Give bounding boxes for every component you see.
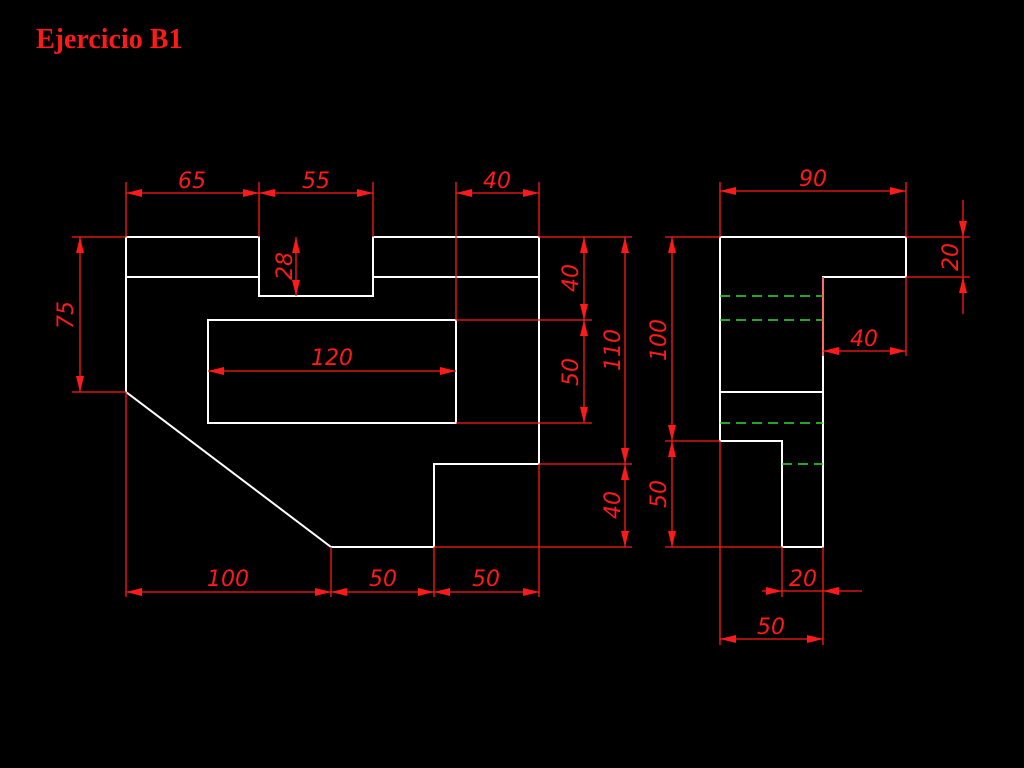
dim-side-bottom-width: 50	[719, 441, 823, 645]
dim-label: 100	[207, 567, 249, 592]
dim-label: 90	[799, 167, 827, 192]
dim-label: 50	[559, 358, 584, 386]
dim-front-right-lower: 40	[601, 464, 629, 547]
dim-label: 40	[483, 169, 511, 194]
dim-front-bottom-right: 50	[434, 464, 540, 597]
dim-label: 28	[273, 252, 298, 280]
dim-front-window-width: 120	[208, 346, 456, 375]
dim-front-overall-height: 110	[434, 237, 632, 548]
dim-front-right-middle: 50	[559, 320, 588, 423]
dim-label: 50	[369, 567, 397, 592]
side-view: 90 20 40 100	[647, 167, 970, 645]
dim-label: 20	[939, 243, 964, 271]
side-view-outline	[719, 236, 907, 548]
front-view-outline	[125, 236, 540, 548]
dim-front-top-middle: 55	[259, 169, 374, 237]
dim-label: 100	[647, 319, 672, 361]
dim-side-top-width: 90	[719, 167, 907, 237]
dim-label: 20	[789, 567, 817, 592]
dim-front-top-right: 40	[455, 169, 540, 320]
dim-label: 40	[559, 264, 584, 292]
slide-title: Ejercicio B1	[36, 24, 183, 55]
dim-label: 50	[472, 567, 500, 592]
dim-label: 50	[647, 480, 672, 508]
dim-front-slot-depth: 28	[273, 237, 300, 296]
dim-front-bottom-left: 100	[125, 392, 332, 597]
dim-side-top-step: 20	[906, 200, 970, 314]
dim-label: 40	[601, 491, 626, 519]
dim-front-left-height: 75	[54, 236, 126, 393]
dim-side-step-width: 40	[822, 277, 907, 356]
dim-side-overall-height: 100	[647, 236, 782, 548]
dim-label: 110	[601, 329, 626, 371]
side-view-hidden-lines	[720, 295, 823, 465]
front-view: 65 55 40 28	[54, 169, 632, 597]
dim-front-right-upper: 40	[456, 236, 632, 424]
dim-side-lower-height: 50	[647, 441, 676, 547]
dim-front-top-left: 65	[125, 169, 260, 237]
dim-label: 50	[757, 615, 785, 640]
dim-label: 75	[54, 301, 79, 329]
dim-label: 120	[311, 346, 353, 371]
dim-side-bottom-step: 20	[762, 547, 862, 645]
dim-front-bottom-middle: 50	[331, 547, 435, 597]
dim-label: 55	[302, 169, 330, 194]
dim-label: 40	[850, 327, 878, 352]
dim-label: 65	[178, 169, 206, 194]
